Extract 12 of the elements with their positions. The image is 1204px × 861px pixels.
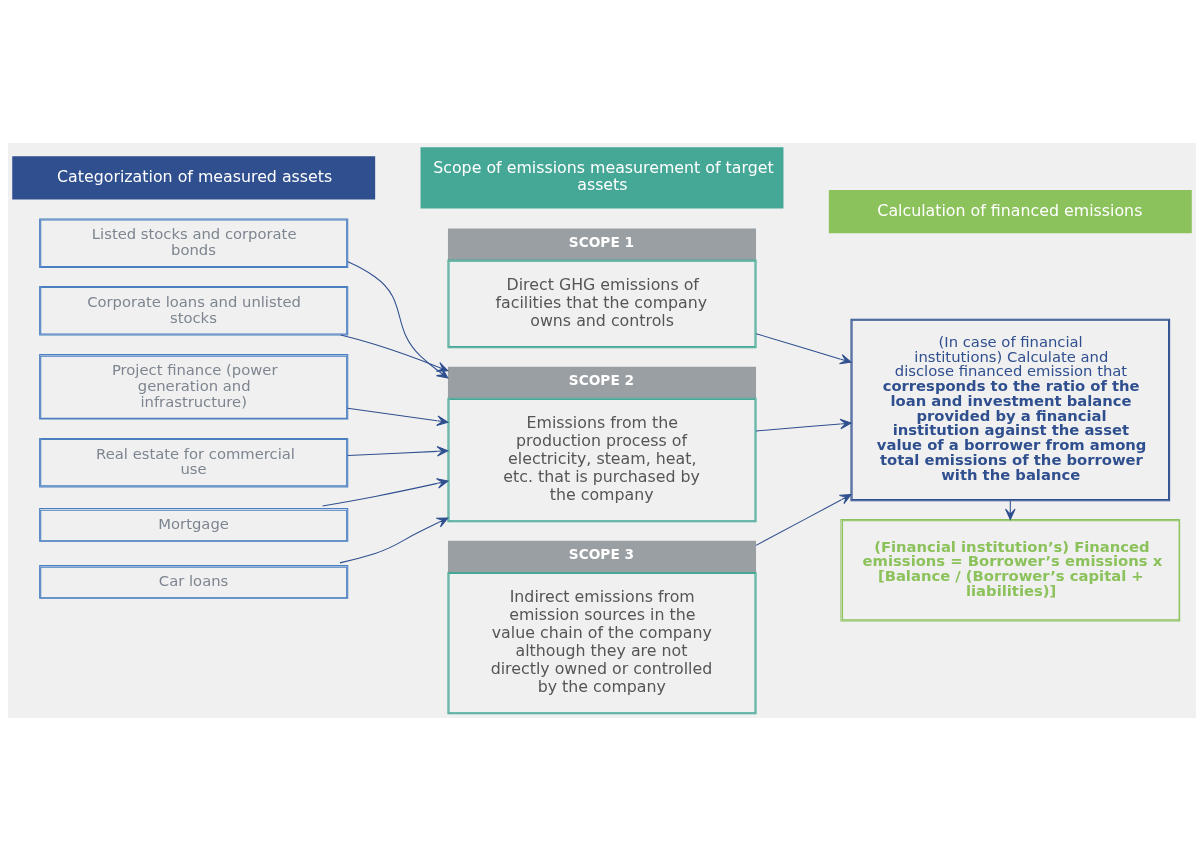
arrow <box>340 334 449 372</box>
arrow <box>755 333 852 365</box>
arrow <box>347 407 449 426</box>
arrow <box>339 517 449 564</box>
arrow <box>347 446 449 457</box>
node-box: Calculation of financed emissions <box>828 189 1192 234</box>
node-box: Scope of emissions measurement of target assets <box>420 147 784 209</box>
node-box: Categorization of measured assets <box>12 156 376 200</box>
arrow <box>755 418 852 432</box>
arrow <box>347 261 449 379</box>
arrow <box>322 478 449 507</box>
arrow <box>755 494 852 546</box>
